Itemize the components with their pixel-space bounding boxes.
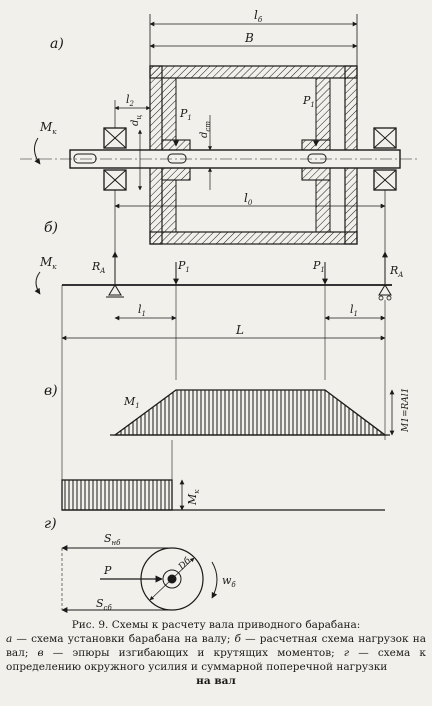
caption-g-letter: г bbox=[343, 647, 350, 659]
reaction-RA-left: RA bbox=[91, 260, 105, 275]
force-P: P bbox=[103, 564, 112, 577]
view-a-assembly bbox=[20, 14, 420, 262]
label-b: б) bbox=[44, 220, 58, 236]
label-g: г) bbox=[44, 516, 57, 532]
drum-shell-top bbox=[149, 65, 358, 79]
caption-b-letter: б bbox=[234, 633, 241, 645]
label-Mk-diagram: Mк bbox=[186, 489, 201, 506]
caption-last-line: на вал bbox=[196, 675, 236, 687]
label-a: а) bbox=[50, 36, 64, 52]
torque-Mk-a: Mк bbox=[39, 120, 57, 136]
force-P1-right-a: P1 bbox=[302, 94, 315, 109]
dim-D-b: Dб bbox=[176, 555, 194, 573]
drum-shaft-diagram: а) lб B l2 Mк dц P1 dст P1 l0 б) Mк RA R… bbox=[20, 8, 420, 613]
caption-b-text: — расчетная схема нагрузок на вал; bbox=[6, 633, 426, 659]
dim-l0: l0 bbox=[244, 191, 253, 207]
force-P1-left-b: P1 bbox=[177, 259, 190, 274]
view-b-load-scheme bbox=[34, 251, 392, 440]
drum-shell-bottom bbox=[149, 231, 358, 245]
bending-moment-diagram bbox=[113, 389, 387, 436]
dim-B: B bbox=[244, 31, 254, 45]
caption-a-text: — схема установки барабана на валу; bbox=[12, 633, 235, 645]
tension-S-nb: Sнб bbox=[104, 532, 121, 547]
dim-d-ts: dц bbox=[130, 115, 143, 126]
label-moment-eq: M1=RAl1 bbox=[401, 388, 411, 433]
force-P1-left-a: P1 bbox=[179, 107, 192, 122]
dim-l1-right: l1 bbox=[350, 303, 358, 318]
caption-v-letter: в bbox=[37, 647, 44, 659]
torque-diagram bbox=[61, 479, 173, 511]
speed-w-b: wб bbox=[222, 574, 236, 589]
shaft-end-keyway bbox=[73, 153, 97, 164]
view-v-moment-diagrams bbox=[61, 389, 395, 511]
figure-caption: Рис. 9. Схемы к расчету вала приводного … bbox=[6, 618, 426, 688]
dim-l-b: lб bbox=[254, 8, 263, 24]
dim-d-st: dст bbox=[199, 121, 212, 138]
caption-title: Рис. 9. Схемы к расчету вала приводного … bbox=[71, 619, 361, 631]
dim-L: L bbox=[235, 323, 244, 337]
right-bearing bbox=[373, 127, 397, 191]
reaction-RA-right: RA bbox=[389, 264, 403, 279]
force-P1-right-b: P1 bbox=[312, 259, 325, 274]
dim-l1-left: l1 bbox=[138, 303, 146, 318]
torque-Mk-b: Mк bbox=[39, 255, 57, 271]
caption-v-text: — эпюры изгибающих и крутящих моментов; bbox=[43, 647, 344, 659]
label-M1: M1 bbox=[123, 395, 140, 410]
tension-S-sb: Sсб bbox=[96, 597, 112, 612]
view-g-drum-forces bbox=[61, 545, 218, 613]
label-v: в) bbox=[44, 383, 58, 399]
caption-a-letter: а bbox=[6, 633, 13, 645]
dim-l2: l2 bbox=[126, 93, 135, 108]
caption-g-text: — схема к определению окружного усилия и… bbox=[6, 647, 426, 673]
